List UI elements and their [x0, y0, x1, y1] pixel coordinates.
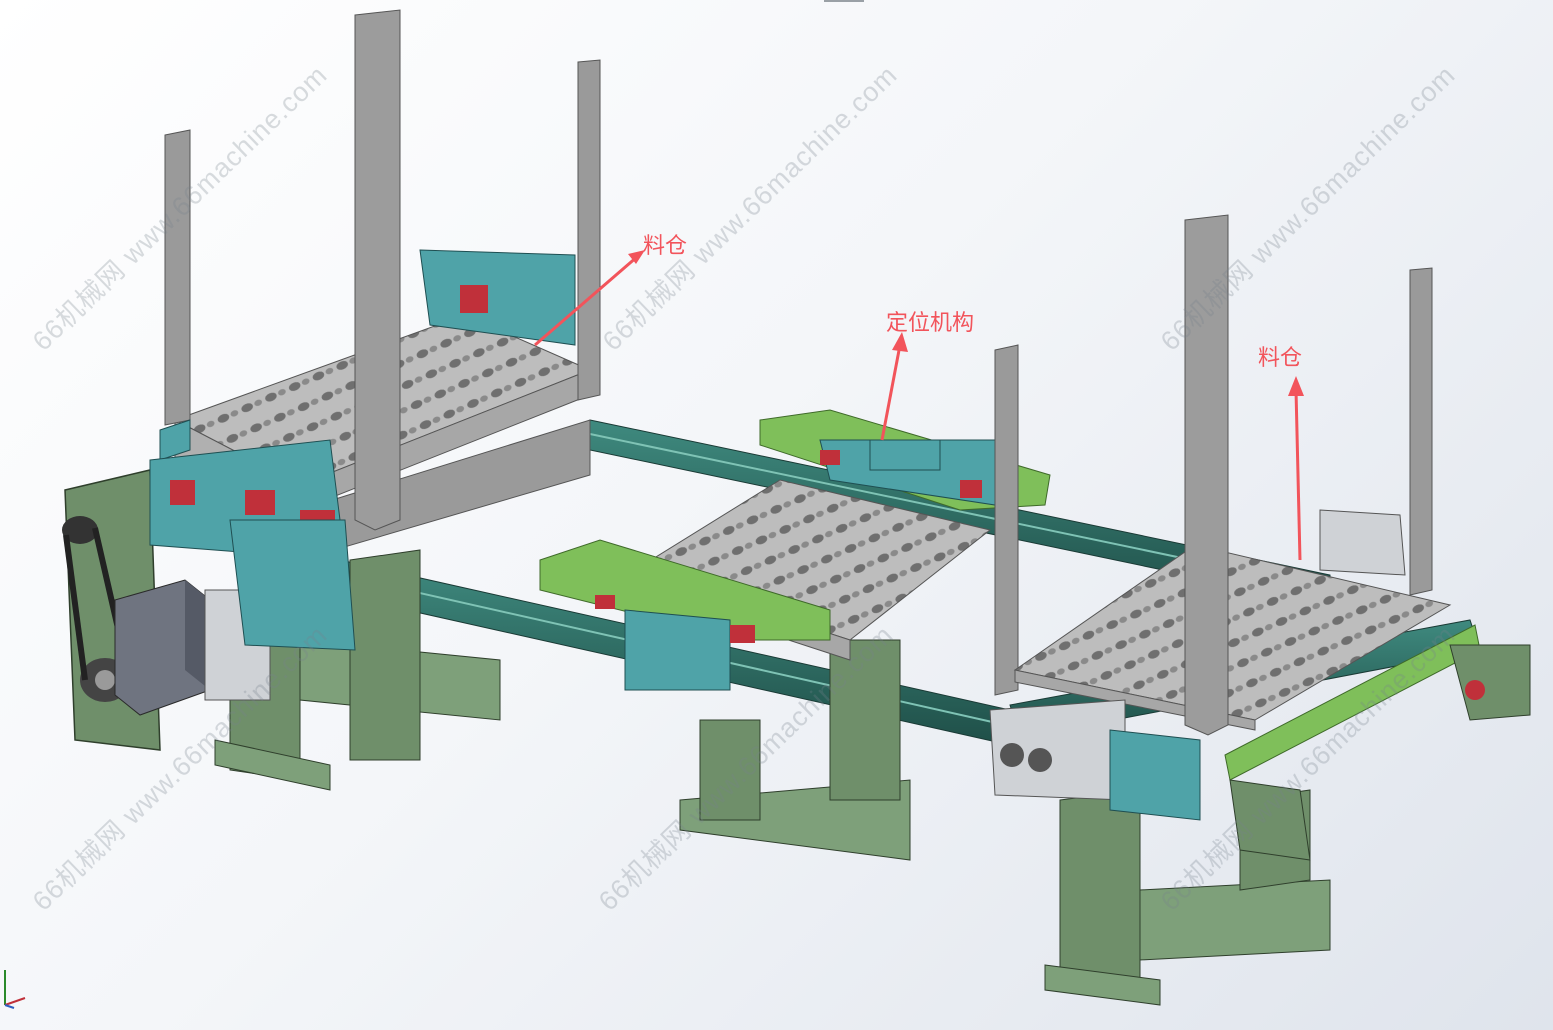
axis-triad-icon: [4, 970, 26, 1009]
annotation-arrow-positioning: [880, 332, 908, 441]
support-leg-right-front: [1044, 789, 1161, 1006]
label-right-bin: 料仓: [1258, 346, 1303, 371]
toolbar-edge: [824, 0, 864, 2]
right-end-plate: [1224, 624, 1531, 861]
middle-bin-post: [994, 344, 1019, 696]
left-bin-clamp: [149, 249, 576, 651]
positioning-mechanism: [759, 409, 1051, 511]
label-positioning-mechanism: 定位机构: [886, 311, 975, 336]
support-leg-middle: [679, 639, 911, 861]
left-bin-posts: [164, 9, 601, 531]
middle-carrier-plate: [539, 539, 831, 691]
stepper-motor: [114, 579, 211, 716]
right-bin-posts: [1184, 214, 1433, 736]
annotation-arrow-right-bin: [1288, 376, 1304, 561]
annotation-arrow-left-bin: [534, 250, 645, 347]
label-left-bin: 料仓: [643, 234, 688, 259]
support-leg-left-back: [299, 549, 501, 761]
right-bin-clamp: [989, 509, 1406, 821]
